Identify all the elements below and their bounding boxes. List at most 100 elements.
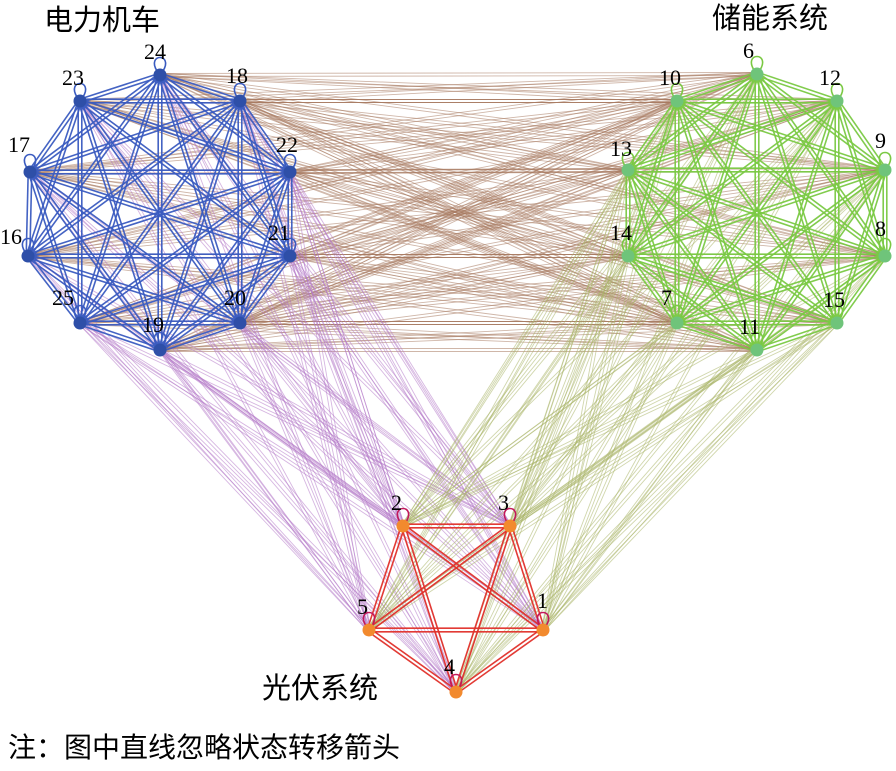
edge-loco-storage-16-10 [27,99,677,255]
edge-storage-12-7 [677,101,840,325]
edge-loco-storage-14-18 [239,101,628,258]
edge-storage-pv-7-1 [543,323,679,631]
edge-storage-pv-1-13 [541,169,627,630]
edge-loco-20-16 [27,256,240,326]
edge-storage-pv-14-4 [456,256,630,693]
edge-loco-storage-6-24 [160,75,758,77]
edge-loco-25-17 [27,172,80,324]
edge-loco-pv-24-5 [160,74,371,630]
edge-loco-19-16 [26,256,160,353]
node-13 [621,163,635,177]
edge-storage-12-6 [756,74,837,104]
edge-loco-storage-21-13 [289,168,628,255]
edge-loco-22-20 [240,172,293,324]
edge-loco-storage-24-11 [160,73,758,350]
edge-storage-pv-5-9 [367,168,885,630]
edge-loco-pv-19-5 [160,348,371,630]
edge-storage-pv-15-5 [369,323,839,632]
edge-storage-15-11 [757,323,838,353]
edge-storage-pv-1-6 [541,73,757,630]
edge-storage-9-10 [676,101,885,173]
edge-storage-pv-2-13 [401,168,628,526]
edge-loco-storage-13-20 [240,170,629,325]
edge-storage-6-14 [628,74,760,258]
edge-storage-10-9 [677,98,886,170]
edge-loco-pv-23-5 [80,100,371,630]
self-loop-5 [362,611,376,627]
self-loop-3 [503,507,517,523]
edge-loco-storage-24-13 [160,73,629,169]
edge-loco-22-24 [158,75,290,175]
edge-pv-5-4 [369,627,458,692]
edge-storage-13-12 [627,98,837,170]
edge-loco-16-20 [28,253,241,323]
edge-loco-pv-4-21 [288,256,456,693]
node-11 [750,343,764,357]
edge-loco-pv-4-24 [158,75,456,693]
edge-storage-pv-12-4 [456,101,839,694]
node-12 [830,94,844,108]
edge-loco-storage-25-9 [79,168,885,322]
edge-storage-pv-11-4 [456,350,759,694]
edge-loco-21-20 [240,256,293,325]
edge-loco-pv-2-25 [78,323,403,528]
edge-loco-storage-22-6 [289,72,757,171]
edge-storage-pv-5-15 [367,321,837,630]
edge-loco-16-17 [25,171,30,256]
edge-loco-pv-25-2 [80,321,405,526]
edge-loco-pv-5-20 [238,323,369,631]
edge-pv-4-3 [453,525,510,692]
edge-loco-25-19 [80,320,161,350]
edge-loco-pv-20-3 [240,321,512,526]
edge-storage-6-13 [628,74,759,173]
self-loop-9 [878,151,892,167]
edge-loco-23-24 [79,72,160,101]
self-loop-4 [449,673,463,689]
node-label-20: 20 [224,285,246,310]
edge-loco-pv-23-4 [80,99,458,692]
node-5 [362,623,376,637]
self-loop-8 [878,237,892,253]
edge-pv-5-2 [366,525,403,630]
edge-loco-pv-5-25 [78,323,369,632]
node-label-22: 22 [276,132,298,157]
self-loop-19 [153,331,167,347]
edge-storage-pv-15-3 [510,323,839,528]
edge-loco-24-21 [160,73,293,256]
edge-loco-23-21 [80,98,292,256]
edge-loco-20-17 [28,172,240,326]
edge-loco-pv-1-24 [158,75,543,632]
edge-loco-pv-1-25 [78,323,543,632]
edge-storage-8-12 [834,101,885,257]
edge-pv-5-3 [367,523,510,630]
node-label-3: 3 [498,490,509,515]
edge-loco-pv-1-17 [28,172,543,632]
edge-loco-storage-19-14 [159,254,628,349]
edge-storage-pv-12-2 [403,101,839,528]
edge-pv-1-4 [456,630,545,695]
edge-loco-20-19 [160,323,241,353]
edge-storage-6-12 [757,71,838,101]
edge-storage-14-12 [626,98,837,256]
self-loop-12 [830,82,844,98]
node-label-15: 15 [823,287,845,312]
cluster-title-storage: 储能系统 [712,1,828,35]
edge-storage-pv-1-11 [541,348,757,630]
edge-loco-25-21 [79,253,290,323]
self-loops-layer [21,55,892,689]
node-label-6: 6 [743,38,754,63]
edge-loco-20-21 [237,254,290,323]
node-24 [153,68,167,82]
footnote: 注：图中直线忽略状态转移箭头 [8,731,401,764]
self-loop-17 [23,153,37,169]
edge-pv-1-2 [401,526,543,633]
edge-loco-pv-24-1 [160,73,545,630]
edge-storage-pv-14-5 [369,256,630,632]
edge-storage-15-9 [834,169,885,323]
node-label-23: 23 [62,65,84,90]
edge-loco-22-18 [237,101,290,174]
node-9 [878,163,892,177]
edge-loco-storage-24-6 [159,72,757,74]
self-loop-2 [396,507,410,523]
edge-storage-11-14 [626,256,757,353]
